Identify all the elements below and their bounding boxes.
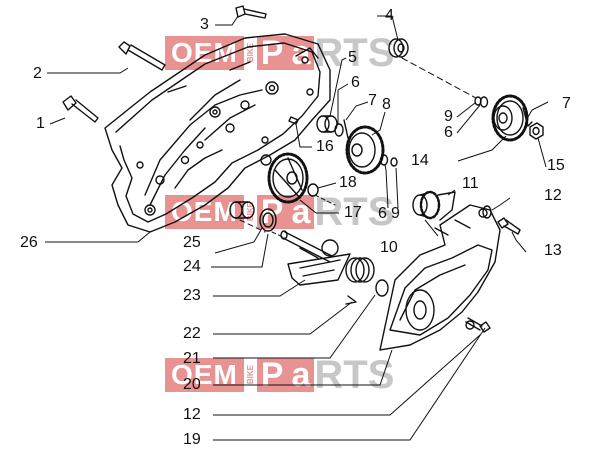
kick-shaft-23 bbox=[280, 230, 351, 286]
watermark-bottom: OEM BIKE P a RTS bbox=[165, 353, 394, 397]
watermark-oem-text: OEM bbox=[165, 195, 244, 229]
watermark-parts-text: P a RTS bbox=[256, 353, 394, 397]
watermark-rts: RTS bbox=[314, 30, 395, 75]
callout-8: 8 bbox=[382, 96, 391, 113]
bolt-1 bbox=[62, 95, 99, 123]
callout-19: 19 bbox=[183, 431, 201, 448]
washer-small bbox=[260, 154, 272, 166]
watermark-rts: RTS bbox=[314, 189, 395, 234]
watermark-p: P bbox=[256, 356, 288, 394]
callout-3: 3 bbox=[200, 16, 209, 33]
washer-6c bbox=[379, 154, 389, 166]
callout-23: 23 bbox=[183, 287, 201, 304]
spring-21 bbox=[345, 257, 375, 305]
callout-17: 17 bbox=[344, 204, 362, 221]
watermark-rts: RTS bbox=[314, 352, 395, 397]
callout-12b: 12 bbox=[183, 406, 201, 423]
pinion-10 bbox=[412, 190, 441, 220]
bolt-3 bbox=[235, 5, 267, 19]
watermark-oem-text: OEM bbox=[165, 358, 244, 392]
clip-7 bbox=[522, 107, 533, 127]
callout-14: 14 bbox=[411, 152, 429, 169]
callout-13: 13 bbox=[544, 242, 562, 259]
bushing-25 bbox=[229, 201, 255, 219]
washer-12 bbox=[482, 205, 492, 219]
callout-15: 15 bbox=[547, 157, 565, 174]
washer-20 bbox=[375, 279, 389, 297]
washer-6b bbox=[334, 123, 344, 137]
callout-7a: 7 bbox=[368, 92, 377, 109]
callout-1: 1 bbox=[36, 115, 45, 132]
callout-9a: 9 bbox=[444, 108, 453, 125]
crankcase-cover bbox=[104, 33, 331, 233]
washer-9b bbox=[390, 157, 398, 167]
callout-7b: 7 bbox=[562, 95, 571, 112]
callout-6a: 6 bbox=[351, 74, 360, 91]
seal-24 bbox=[259, 208, 277, 232]
watermark-a: a bbox=[287, 356, 315, 394]
callout-11: 11 bbox=[462, 175, 479, 192]
callout-10: 10 bbox=[380, 239, 398, 256]
bolt-19 bbox=[465, 317, 491, 333]
gear-18 bbox=[267, 152, 309, 204]
kick-housing-20 bbox=[379, 204, 501, 351]
callout-18: 18 bbox=[339, 174, 357, 191]
callout-2: 2 bbox=[33, 65, 42, 82]
gear-14 bbox=[491, 94, 529, 142]
callout-4: 4 bbox=[385, 7, 394, 24]
callout-24: 24 bbox=[183, 258, 201, 275]
callout-6c: 6 bbox=[378, 205, 387, 222]
clip-7b bbox=[343, 119, 349, 139]
callout-6b: 6 bbox=[444, 124, 453, 141]
callout-26: 26 bbox=[20, 234, 38, 251]
callout-21: 21 bbox=[183, 350, 201, 367]
washer-18 bbox=[307, 183, 319, 197]
callout-16: 16 bbox=[316, 138, 334, 155]
bolt-2 bbox=[118, 41, 166, 71]
callout-20: 20 bbox=[183, 376, 201, 393]
callout-22: 22 bbox=[183, 325, 201, 342]
clip-11 bbox=[437, 191, 456, 221]
bolt-13 bbox=[497, 217, 521, 235]
callout-9b: 9 bbox=[391, 205, 400, 222]
callout-12a: 12 bbox=[544, 187, 562, 204]
watermark-oem-text: OEM bbox=[165, 36, 244, 70]
leader-lines bbox=[45, 15, 549, 441]
bearing-4 bbox=[388, 38, 409, 58]
callout-25: 25 bbox=[183, 234, 201, 251]
bushing-5 bbox=[316, 115, 338, 133]
nut-15 bbox=[529, 122, 544, 140]
washer-6 bbox=[479, 96, 489, 108]
callout-5: 5 bbox=[348, 49, 357, 66]
gear-8 bbox=[345, 125, 385, 175]
